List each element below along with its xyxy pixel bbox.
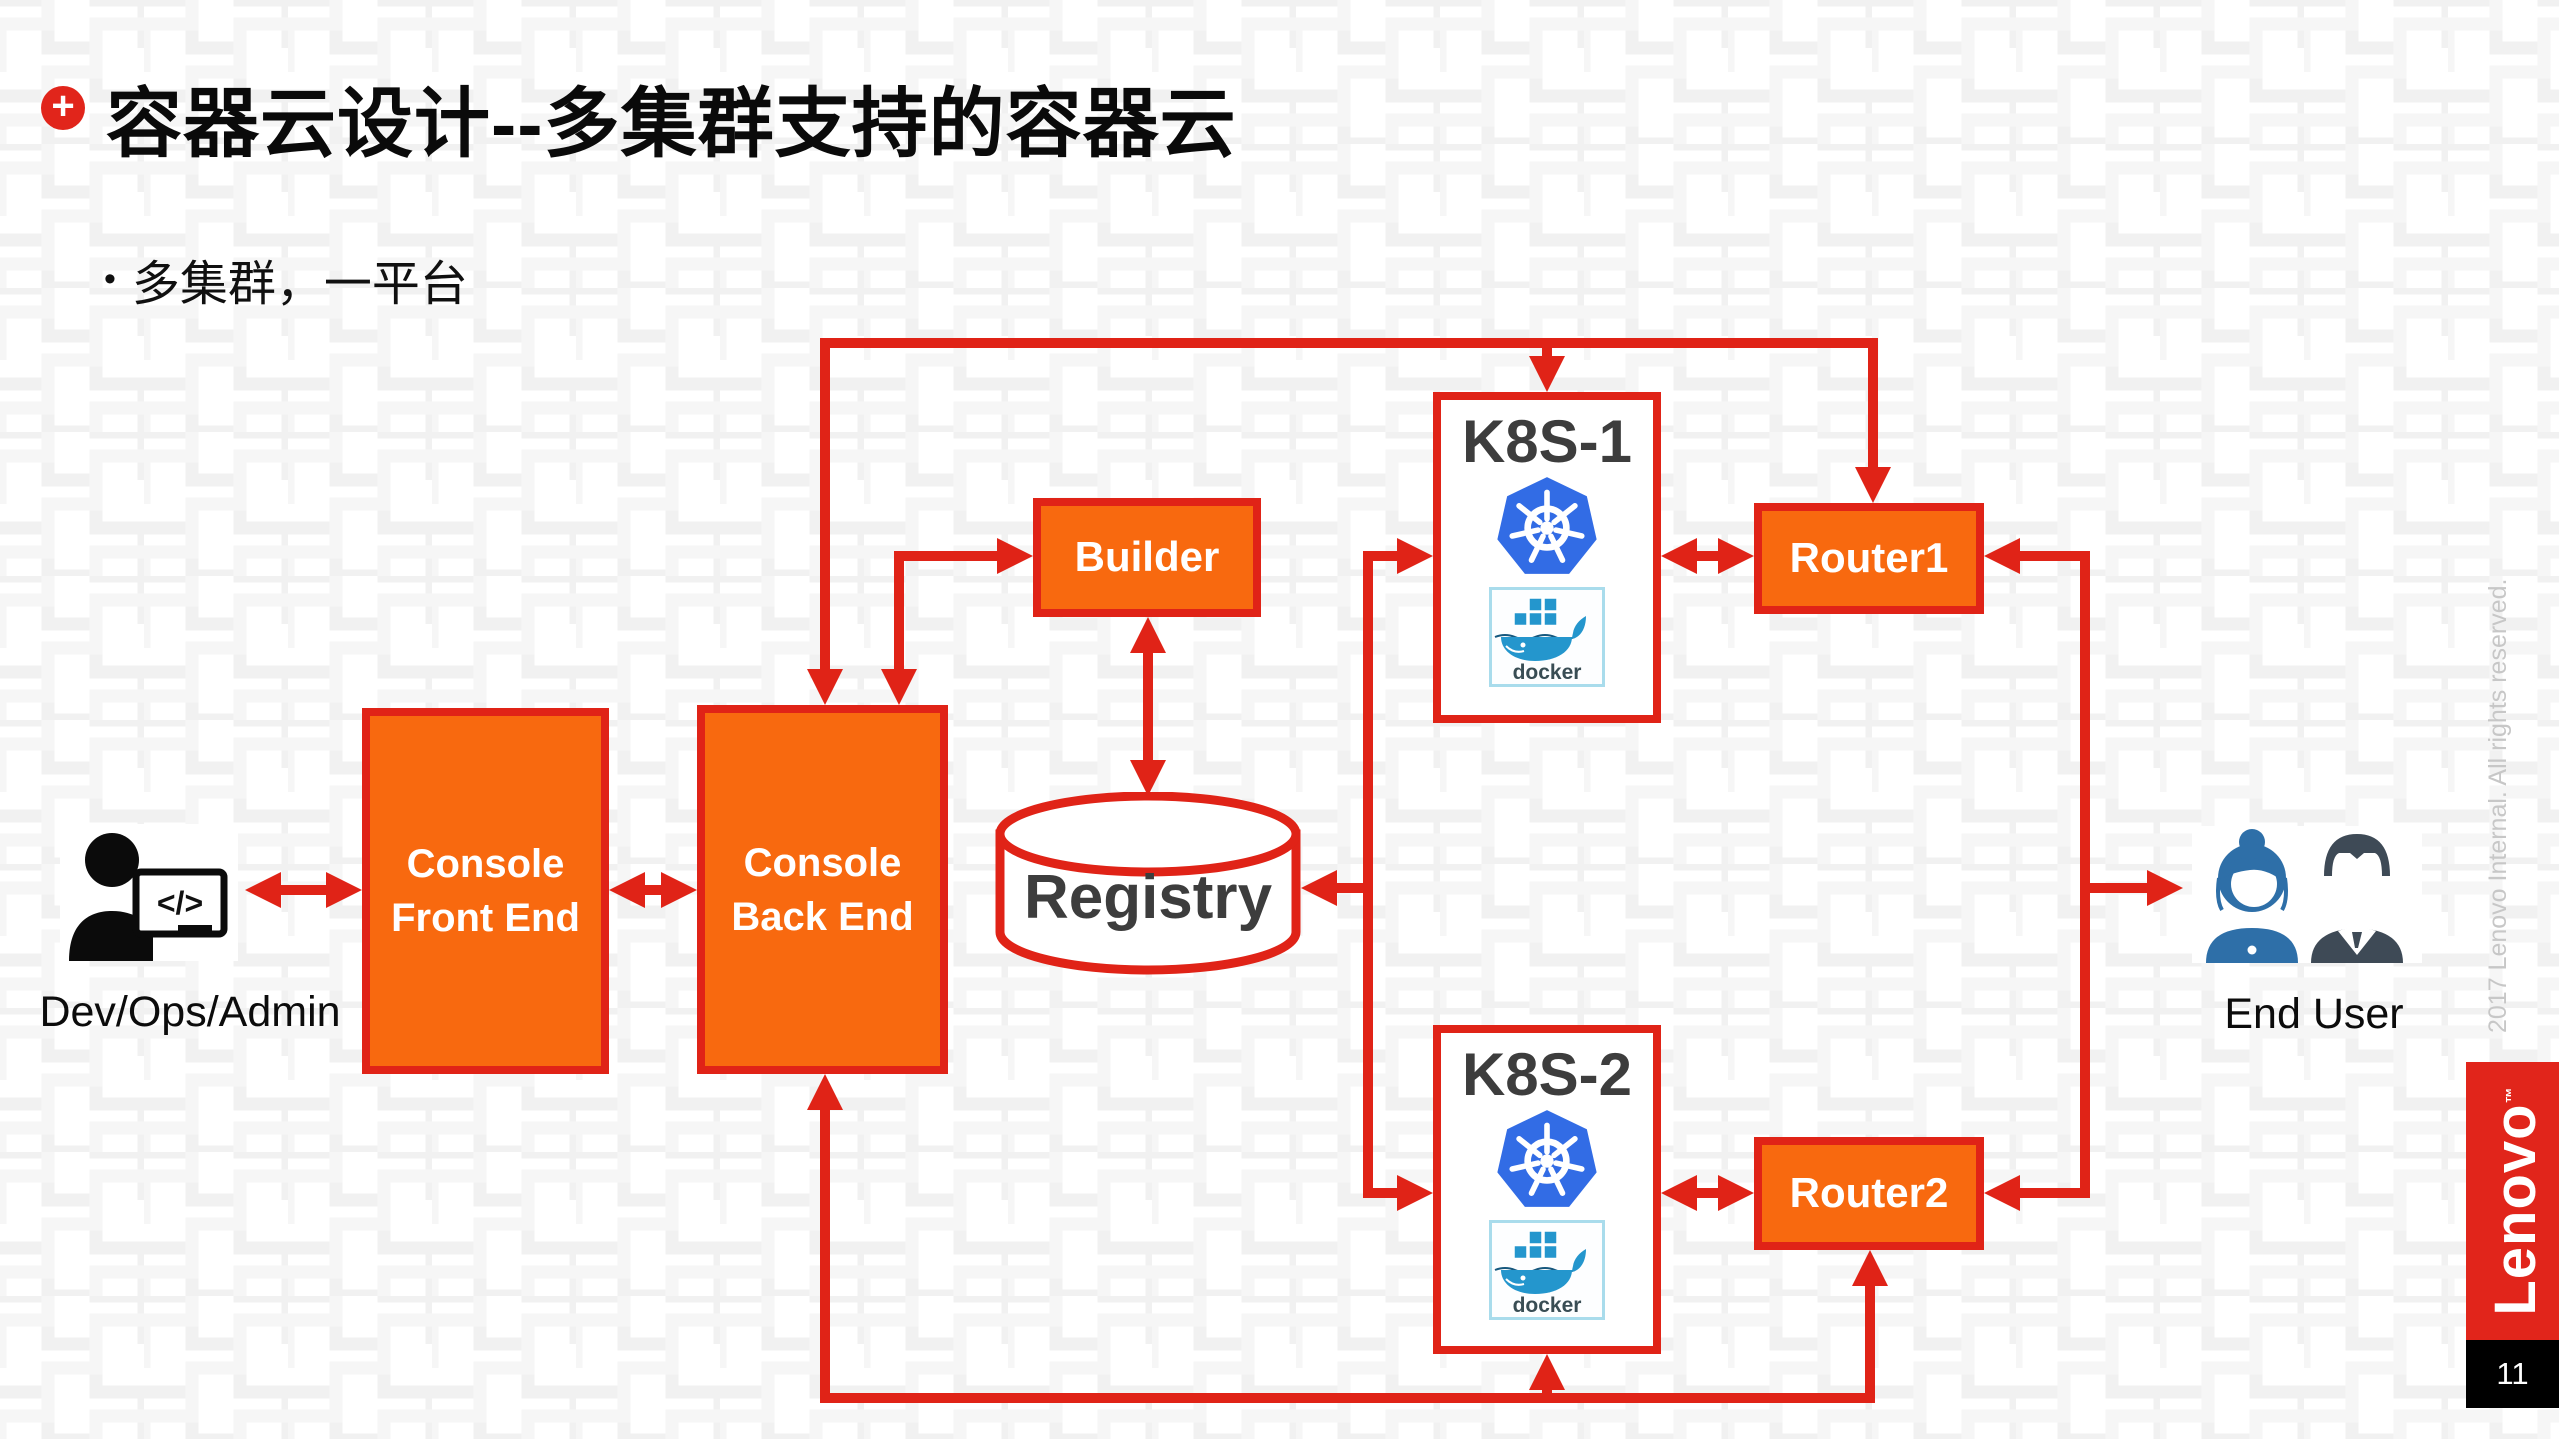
docker-wordmark: docker [1513, 1294, 1582, 1316]
bullet-line: • 多集群，一平台 [104, 244, 468, 314]
lenovo-logo-block: Lenovo™ [2466, 1062, 2559, 1340]
dev-ops-admin-label: Dev/Ops/Admin [39, 988, 341, 1036]
node-label: Builder [1074, 533, 1220, 581]
node-router1: Router1 [1754, 503, 1984, 614]
docker-logo-box: docker [1489, 587, 1605, 687]
bullet-marker: • [104, 259, 116, 298]
page-title: 容器云设计--多集群支持的容器云 [106, 82, 1237, 167]
arrow-builder-registry [1130, 617, 1166, 796]
arrow-top-loop-backend-k8s1-router1 [807, 338, 1891, 705]
docker-logo-box: docker [1489, 1220, 1605, 1320]
end-user-label: End User [2224, 990, 2404, 1038]
lenovo-tm-mark: ™ [2504, 1086, 2521, 1104]
node-label: Router1 [1789, 534, 1949, 582]
registry-label: Registry [1023, 863, 1273, 932]
docker-icon: docker [1494, 1230, 1586, 1316]
node-registry-cylinder [995, 792, 1301, 975]
kubernetes-icon [1497, 477, 1597, 574]
node-console-front-end: Console Front End [362, 708, 609, 1074]
cluster-label: K8S-1 [1461, 408, 1633, 475]
dev-ops-admin-icon: </> [60, 824, 238, 961]
node-label: Console [743, 840, 902, 885]
node-label: Front End [391, 896, 580, 940]
page-number: 11 [2496, 1356, 2529, 1391]
arrow-bus-k8s1-registry-k8s2 [1301, 538, 1433, 1211]
arrow-frontend-backend [609, 872, 697, 908]
title-plus-icon: + [41, 86, 85, 130]
arrow-dev-to-frontend [245, 872, 362, 908]
lenovo-brand-text: Lenovo [2483, 1103, 2548, 1316]
node-label: Console [406, 842, 565, 886]
node-console-back-end: Console Back End [697, 705, 948, 1074]
node-label: Router2 [1789, 1169, 1949, 1217]
node-label: Back End [731, 894, 914, 939]
bullet-text: 多集群，一平台 [131, 258, 468, 311]
woman-user-icon [2206, 829, 2298, 963]
arrow-k8s1-router1 [1661, 538, 1754, 574]
kubernetes-icon [1497, 1110, 1597, 1207]
cluster-label: K8S-2 [1461, 1041, 1633, 1108]
arrow-backend-builder [881, 538, 1033, 705]
node-k8s-2: K8S-2 [1433, 1025, 1661, 1354]
node-k8s-1: K8S-1 [1433, 392, 1661, 723]
copyright-vertical-text: 2017 Lenovo Internal. All rights reserve… [2484, 578, 2512, 1033]
code-glyph: </> [157, 885, 203, 921]
arrow-k8s2-router2 [1661, 1175, 1754, 1211]
node-builder: Builder [1033, 498, 1261, 617]
arrow-bus-routers-enduser [1984, 538, 2183, 1211]
man-user-icon [2311, 834, 2403, 963]
node-router2: Router2 [1754, 1137, 1984, 1250]
page-number-badge: 11 [2466, 1340, 2559, 1408]
end-user-icons [2192, 826, 2422, 963]
docker-icon: docker [1494, 597, 1586, 683]
docker-wordmark: docker [1513, 661, 1582, 683]
lenovo-wordmark: Lenovo™ [2480, 1072, 2548, 1330]
arrow-bottom-loop-backend-k8s2-router2 [807, 1074, 1888, 1403]
